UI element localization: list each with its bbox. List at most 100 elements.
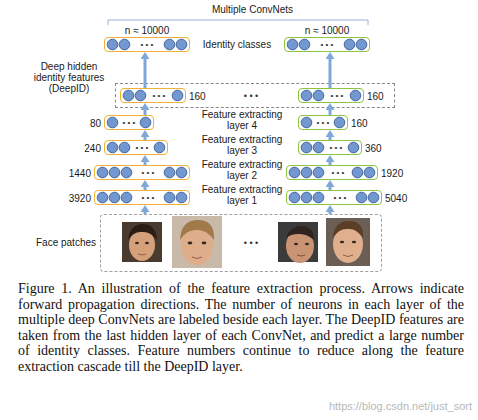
face-mouth: [343, 255, 353, 257]
layer-box: • • •160: [120, 88, 186, 103]
neuron: [164, 39, 175, 50]
neuron: [121, 192, 132, 203]
forward-arrow: [144, 110, 147, 115]
face-mouth: [138, 254, 146, 255]
face-photo: [172, 216, 222, 268]
photo-background: [172, 216, 222, 268]
neuron: [344, 39, 355, 50]
ellipsis-dots: • • •: [142, 167, 155, 178]
layer-box: 80• • •: [104, 115, 154, 130]
neuron-group: [288, 191, 325, 204]
neuron-count: 5040: [385, 192, 407, 203]
ellipsis-dots: • • •: [244, 90, 258, 101]
neuron: [107, 39, 118, 50]
ellipsis-dots: • • •: [123, 117, 136, 128]
neuron-group: [96, 191, 133, 204]
ellipsis-dots: • • •: [317, 117, 330, 128]
ellipsis-dots: • • •: [321, 39, 334, 50]
face-eye: [145, 242, 149, 244]
neuron-count: 160: [189, 90, 206, 101]
ellipsis-dots: • • •: [334, 192, 347, 203]
forward-arrow: [329, 212, 332, 214]
neuron: [164, 167, 175, 178]
face-hair: [333, 221, 363, 238]
neuron: [287, 39, 298, 50]
neuron: [107, 117, 118, 128]
forward-arrow: [144, 59, 147, 88]
neuron: [123, 90, 134, 101]
layer-label: Feature extracting layer 2: [194, 159, 290, 181]
neuron: [154, 142, 165, 153]
neuron-group: [139, 116, 152, 129]
forward-arrow: [144, 212, 147, 214]
neuron-group: [343, 38, 368, 51]
neuron-group: [349, 89, 362, 102]
face-patch-box: Face patches• • •: [100, 214, 382, 272]
forward-arrow: [329, 187, 332, 190]
neuron-group: [300, 116, 313, 129]
neuron-group: [96, 166, 133, 179]
face-eye: [340, 241, 344, 244]
ellipsis-dots: • • •: [330, 142, 343, 153]
neuron: [368, 192, 379, 203]
neuron-count: 360: [365, 142, 382, 153]
figure-title: Multiple ConvNets: [150, 4, 355, 15]
neuron: [119, 142, 130, 153]
neuron: [164, 192, 175, 203]
face-eye: [352, 241, 356, 244]
group-heading: Face patches: [35, 237, 97, 248]
neuron-group: [163, 38, 188, 51]
face-photo: [278, 222, 318, 263]
forward-arrow: [144, 137, 147, 140]
neuron: [334, 117, 345, 128]
neuron: [176, 192, 187, 203]
neuron-group: [106, 116, 119, 129]
neuron: [119, 39, 130, 50]
neuron: [140, 117, 151, 128]
neuron: [364, 167, 375, 178]
ellipsis-dots: • • •: [332, 167, 345, 178]
neuron: [301, 167, 312, 178]
watermark: https://blog.csdn.net/just_sort: [300, 401, 472, 412]
neuron: [313, 142, 324, 153]
ellipsis-dots: • • •: [136, 142, 149, 153]
neuron: [348, 142, 359, 153]
neuron-group: [163, 191, 188, 204]
neuron: [313, 90, 324, 101]
ellipsis-dots: • • •: [153, 90, 166, 101]
forward-arrow: [329, 59, 332, 88]
layer-box: • • •160: [298, 115, 348, 130]
forward-arrow: [144, 162, 147, 165]
neuron-group: [163, 166, 188, 179]
neuron: [97, 167, 108, 178]
face-hair: [286, 226, 314, 240]
forward-arrow: [329, 162, 332, 165]
neuron: [176, 39, 187, 50]
neuron-group: [355, 191, 380, 204]
neuron: [135, 90, 146, 101]
neuron: [313, 192, 324, 203]
face-mouth: [297, 255, 305, 256]
neuron: [172, 90, 183, 101]
layer-box: 1440• • •: [94, 165, 190, 180]
neuron-count: 240: [84, 142, 101, 153]
neuron: [301, 142, 312, 153]
neuron: [107, 142, 118, 153]
layer-box: • • •360: [298, 140, 362, 155]
face-photo: [122, 222, 162, 262]
neuron: [301, 117, 312, 128]
neuron-group: [171, 89, 184, 102]
deepid-group: Deep hidden identity features (DeepID)• …: [115, 83, 395, 108]
photo-background: [326, 218, 370, 266]
ellipsis-dots: • • •: [244, 238, 258, 249]
layer-box: 240• • •: [104, 140, 168, 155]
face-eye: [135, 242, 139, 244]
neuron: [109, 192, 120, 203]
layer-label: Feature extracting layer 3: [194, 134, 290, 156]
layer-label: Identity classes: [190, 39, 284, 50]
neuron-group: [106, 38, 131, 51]
neuron: [109, 167, 120, 178]
neuron-count: 80: [90, 117, 101, 128]
